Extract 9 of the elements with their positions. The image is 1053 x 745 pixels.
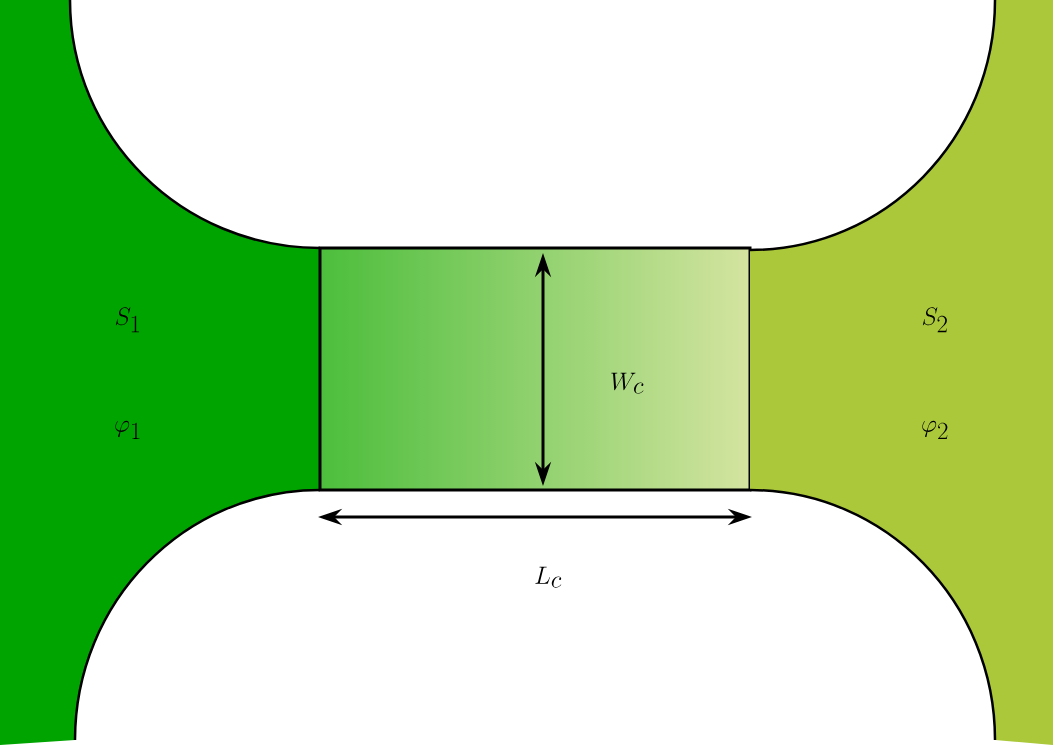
electrode-label: $S_2$ [922,307,947,333]
dimension-label: $L_c$ [535,566,562,588]
dimension-label: $W_c$ [611,372,644,394]
electrode [749,0,1053,745]
phase-label: $\varphi_2$ [922,420,948,440]
phase-label: $\varphi_1$ [115,420,140,440]
electrode-label: $S_1$ [115,307,140,333]
electrode [0,0,321,745]
junction-bridge [318,246,752,492]
